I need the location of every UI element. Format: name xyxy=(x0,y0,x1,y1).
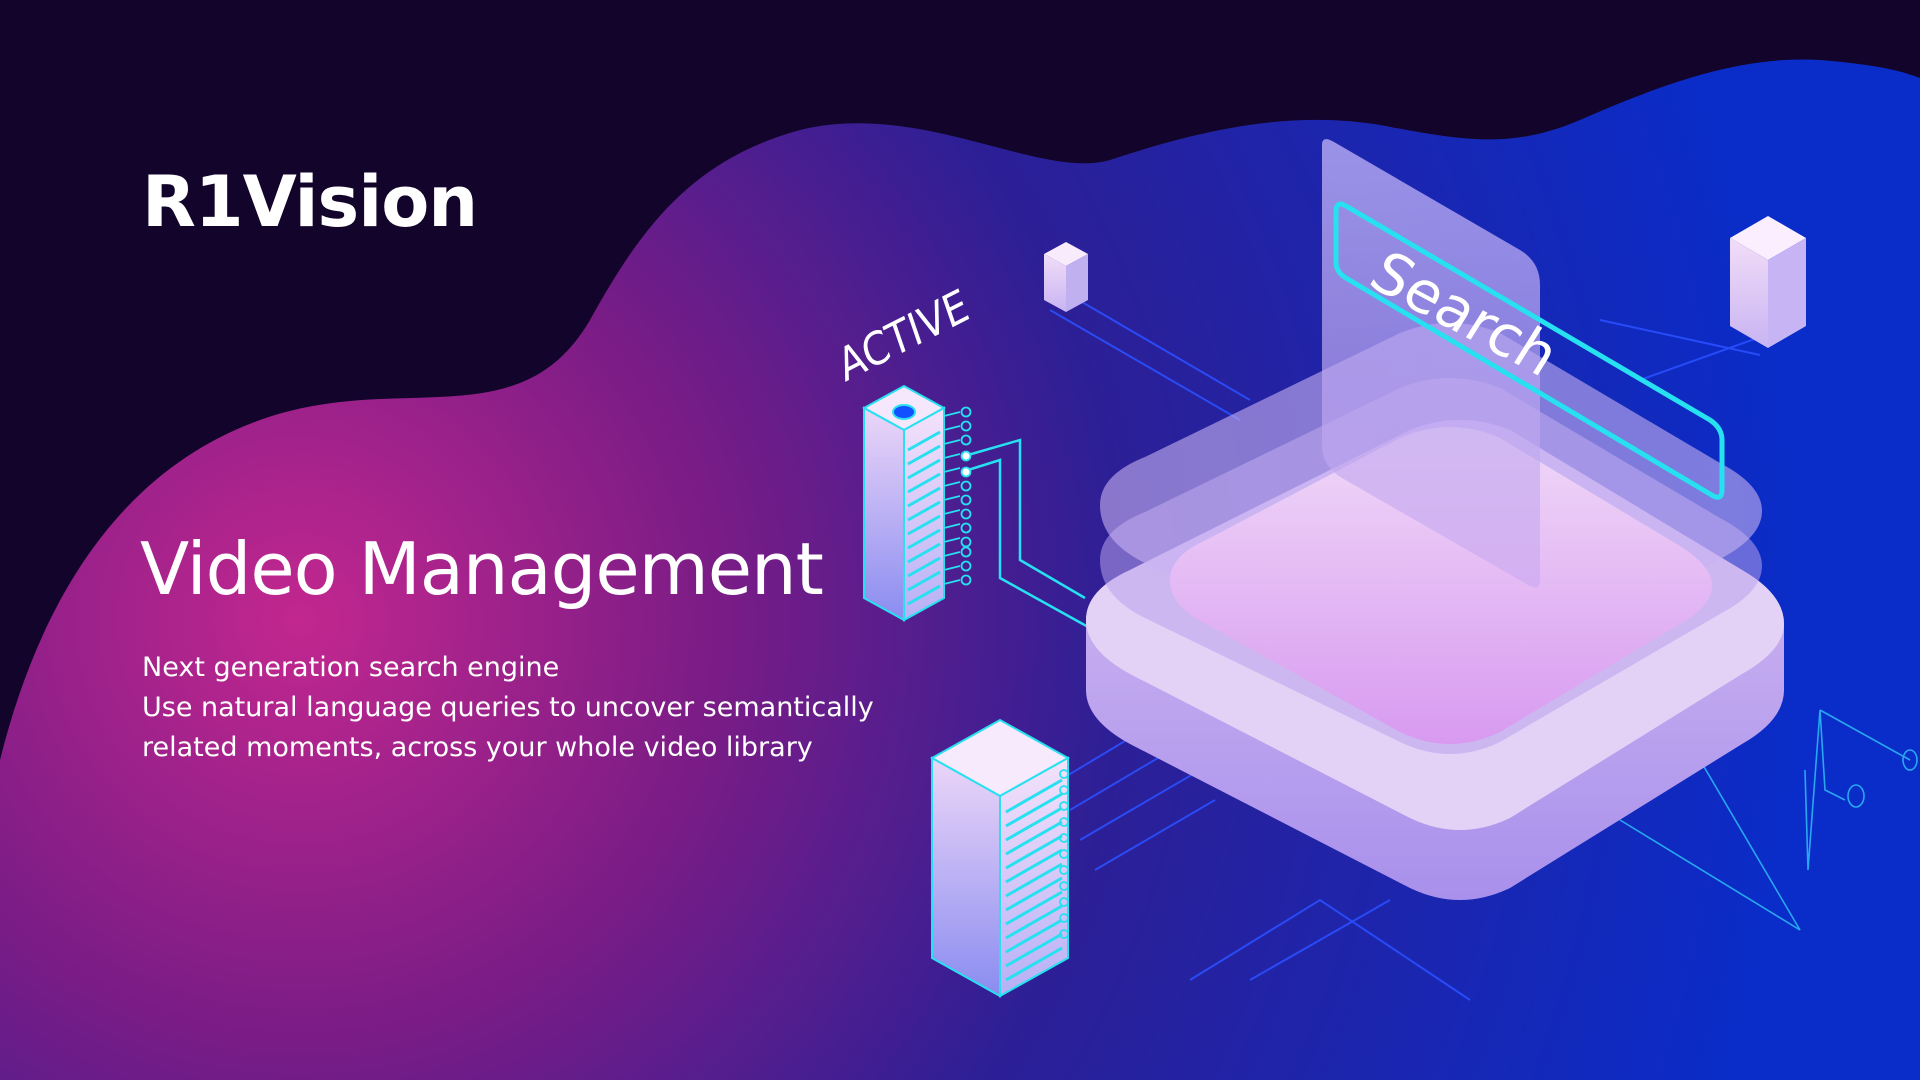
circuit-lines xyxy=(1049,294,1781,1001)
server-connectors xyxy=(967,438,1091,630)
glass-panel xyxy=(1322,139,1540,588)
search-platform xyxy=(1086,323,1784,900)
hero-description: Next generation search engine Use natura… xyxy=(142,648,874,768)
search-box-outline xyxy=(1333,201,1725,500)
brand-logo-text: R1Vision xyxy=(142,161,478,243)
circuit-lines-right xyxy=(1619,709,1918,931)
server-rack-bottom xyxy=(929,718,1071,998)
description-line: related moments, across your whole video… xyxy=(142,732,813,763)
description-line: Next generation search engine xyxy=(142,652,560,683)
hero-headline: Video Management xyxy=(140,527,824,611)
small-cube-center xyxy=(1044,242,1088,312)
server-rack-top xyxy=(861,384,972,622)
description-line: Use natural language queries to uncover … xyxy=(142,692,874,723)
cube-top-right xyxy=(1730,216,1806,348)
